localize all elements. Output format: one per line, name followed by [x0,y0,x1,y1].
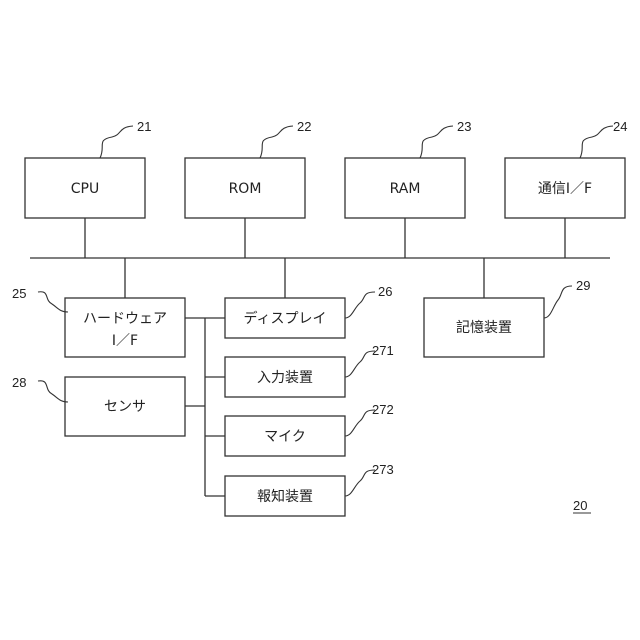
storage-ref-leader [544,286,572,318]
ram-ref-leader [420,126,453,158]
rom-block: ROM [185,158,305,218]
ram-ref-number: 23 [457,119,471,134]
notification-device-block: 報知装置 [225,476,345,516]
mic-block: マイク [225,416,345,456]
display-ref-leader [345,292,375,318]
display-block: ディスプレイ [225,298,345,338]
storage-block: 記憶装置 [424,298,544,357]
ram-label: RAM [390,181,421,197]
comm-if-block: 通信I／F [505,158,625,218]
hardware-if-label-line2: I／F [112,333,138,349]
input-device-ref-number: 271 [372,343,394,358]
sensor-ref-leader [38,381,68,402]
cpu-label: CPU [71,181,99,197]
hardware-if-ref-number: 25 [12,286,26,301]
mic-ref-leader [345,410,375,436]
notification-device-ref-number: 273 [372,462,394,477]
figure-ref-number: 20 [573,498,587,513]
display-label: ディスプレイ [243,310,326,327]
notification-device-label: 報知装置 [257,488,313,505]
comm-if-ref-number: 24 [613,119,627,134]
rom-ref-leader [260,126,293,158]
input-device-ref-leader [345,351,375,377]
hardware-if-block: ハードウェア I／F [65,298,185,357]
ram-block: RAM [345,158,465,218]
mic-ref-number: 272 [372,402,394,417]
storage-ref-number: 29 [576,278,590,293]
storage-label: 記憶装置 [456,319,512,336]
cpu-ref-leader [100,126,133,158]
cpu-block: CPU [25,158,145,218]
sensor-label: センサ [104,399,146,415]
input-device-block: 入力装置 [225,357,345,397]
hardware-if-label-line1: ハードウェア [83,311,167,327]
comm-if-ref-leader [580,126,613,158]
display-ref-number: 26 [378,284,392,299]
input-device-label: 入力装置 [257,370,313,386]
notification-device-ref-leader [345,470,375,496]
rom-label: ROM [229,181,262,197]
sensor-ref-number: 28 [12,375,26,390]
hardware-if-ref-leader [38,292,68,312]
rom-ref-number: 22 [297,119,311,134]
cpu-ref-number: 21 [137,119,151,134]
comm-if-label: 通信I／F [538,181,592,197]
mic-label: マイク [264,429,306,445]
sensor-block: センサ [65,377,185,436]
